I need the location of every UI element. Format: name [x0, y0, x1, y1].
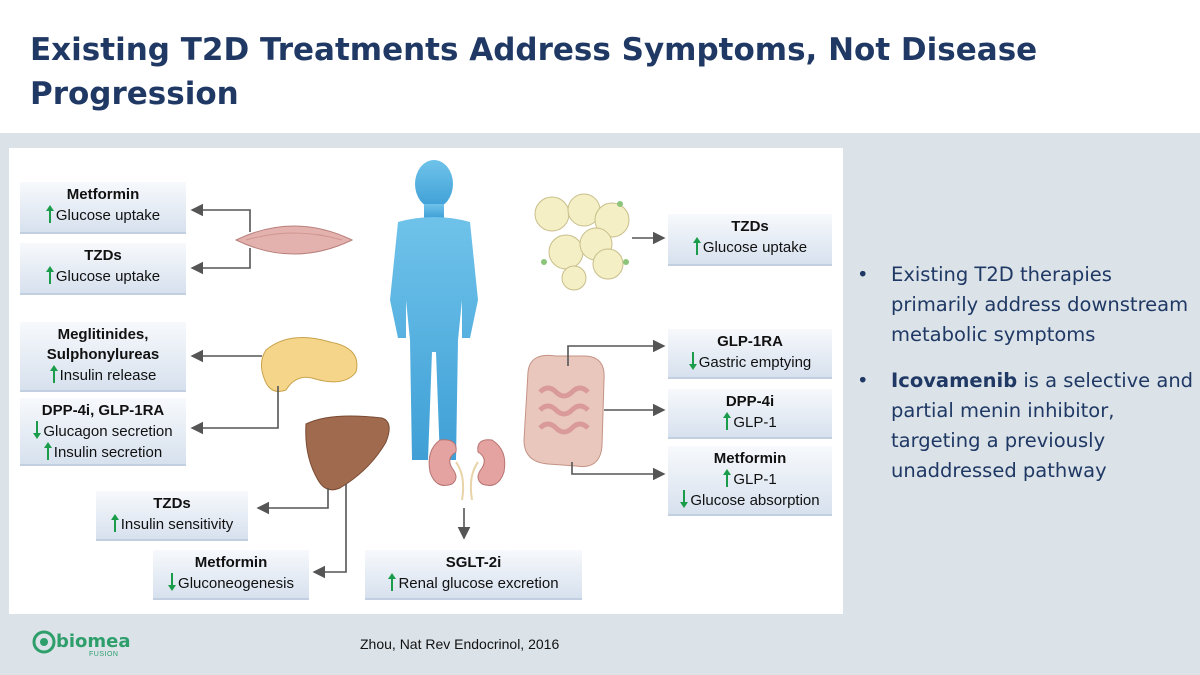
- effect-line: Gastric emptying: [668, 352, 832, 373]
- up-arrow-icon: [388, 573, 397, 591]
- drug-name: SGLT-2i: [445, 554, 502, 571]
- drug-name: TZDs: [153, 495, 191, 512]
- effect-text: GLP-1: [733, 471, 777, 488]
- box-liver-metformin: Metformin Gluconeogenesis: [153, 550, 309, 600]
- effect-line: GLP-1: [668, 412, 832, 433]
- pancreas-icon: [260, 337, 358, 392]
- liver-icon: [305, 415, 390, 491]
- up-arrow-icon: [723, 469, 732, 487]
- up-arrow-icon: [43, 442, 52, 460]
- effect-line: Glucose uptake: [20, 266, 186, 287]
- kidneys-icon: [428, 439, 506, 501]
- effect-line: Insulin release: [20, 365, 186, 386]
- effect-text: Glucose absorption: [690, 492, 820, 509]
- bullet-text: Existing T2D therapies primarily address…: [891, 263, 1189, 346]
- intestines-icon: [523, 354, 605, 468]
- slide-title-line-2: Progression: [30, 76, 239, 112]
- drug-name: TZDs: [731, 218, 769, 235]
- effect-line: GLP-1: [668, 469, 832, 490]
- box-pancreas-dpp4-glp1ra: DPP-4i, GLP-1RA Glucagon secretion Insul…: [20, 398, 186, 466]
- drug-name-line-1: Meglitinides,: [57, 326, 149, 343]
- connector-lines: [190, 203, 666, 579]
- effect-line: Insulin sensitivity: [96, 514, 248, 535]
- drug-name: Metformin: [713, 450, 787, 467]
- muscle-icon: [234, 225, 354, 255]
- up-arrow-icon: [49, 365, 58, 383]
- effect-line: Insulin secretion: [20, 442, 186, 463]
- box-kidney-sglt2i: SGLT-2i Renal glucose excretion: [365, 550, 582, 600]
- drug-name: GLP-1RA: [717, 333, 783, 350]
- effect-text: Gluconeogenesis: [178, 575, 294, 592]
- drug-name: DPP-4i: [725, 393, 775, 410]
- human-body-icon: [390, 160, 478, 460]
- effect-text: Gastric emptying: [698, 354, 812, 371]
- slide-title: Existing T2D Treatments Address Symptoms…: [30, 28, 1130, 116]
- effect-text: Glucose uptake: [55, 207, 161, 224]
- up-arrow-icon: [723, 412, 732, 430]
- box-muscle-tzds: TZDs Glucose uptake: [20, 243, 186, 295]
- bullet-item: • Existing T2D therapies primarily addre…: [855, 260, 1195, 350]
- bullet-list: • Existing T2D therapies primarily addre…: [855, 260, 1195, 502]
- effect-line: Glucagon secretion: [20, 421, 186, 442]
- box-gut-metformin: Metformin GLP-1 Glucose absorption: [668, 446, 832, 516]
- effect-text: GLP-1: [733, 414, 777, 431]
- effect-text: Renal glucose excretion: [398, 575, 559, 592]
- drug-name-line-2: Sulphonylureas: [46, 346, 160, 363]
- biomea-logo-icon: [32, 630, 56, 654]
- bullet-bold-term: Icovamenib: [891, 369, 1018, 392]
- slide-title-line-1: Existing T2D Treatments Address Symptoms…: [30, 32, 1038, 68]
- down-arrow-icon: [33, 421, 42, 439]
- down-arrow-icon: [688, 352, 697, 370]
- drug-name: Metformin: [66, 186, 140, 203]
- fat-cells-icon: [534, 193, 630, 291]
- bullet-dot-icon: •: [857, 263, 869, 286]
- effect-text: Insulin secretion: [53, 444, 163, 461]
- drug-name: TZDs: [84, 247, 122, 264]
- logo-subtitle: FUSION: [89, 651, 119, 658]
- effect-text: Glucose uptake: [55, 268, 161, 285]
- down-arrow-icon: [680, 490, 689, 508]
- bullet-item: • Icovamenib is a selective and partial …: [855, 366, 1195, 486]
- effect-text: Insulin sensitivity: [120, 516, 234, 533]
- bullet-text: is a selective and partial menin inhibit…: [891, 369, 1194, 482]
- bullet-dot-icon: •: [857, 369, 869, 392]
- box-muscle-metformin: Metformin Glucose uptake: [20, 182, 186, 234]
- box-liver-tzds: TZDs Insulin sensitivity: [96, 491, 248, 541]
- effect-line: Glucose uptake: [20, 205, 186, 226]
- box-fat-tzds: TZDs Glucose uptake: [668, 214, 832, 266]
- box-gut-glp1ra: GLP-1RA Gastric emptying: [668, 329, 832, 379]
- drug-name: DPP-4i, GLP-1RA: [41, 402, 165, 419]
- down-arrow-icon: [168, 573, 177, 591]
- effect-text: Glucagon secretion: [43, 423, 173, 440]
- effect-text: Glucose uptake: [702, 239, 808, 256]
- effect-line: Renal glucose excretion: [365, 573, 582, 594]
- citation: Zhou, Nat Rev Endocrinol, 2016: [360, 636, 560, 652]
- up-arrow-icon: [45, 205, 54, 223]
- up-arrow-icon: [692, 237, 701, 255]
- logo-wordmark: biomea: [56, 631, 131, 652]
- drug-name: Metformin: [194, 554, 268, 571]
- effect-line: Glucose absorption: [668, 490, 832, 511]
- effect-text: Insulin release: [59, 367, 157, 384]
- up-arrow-icon: [45, 266, 54, 284]
- up-arrow-icon: [110, 514, 119, 532]
- box-pancreas-meglitinides: Meglitinides, Sulphonylureas Insulin rel…: [20, 322, 186, 392]
- box-gut-dpp4i: DPP-4i GLP-1: [668, 389, 832, 439]
- effect-line: Gluconeogenesis: [153, 573, 309, 594]
- effect-line: Glucose uptake: [668, 237, 832, 258]
